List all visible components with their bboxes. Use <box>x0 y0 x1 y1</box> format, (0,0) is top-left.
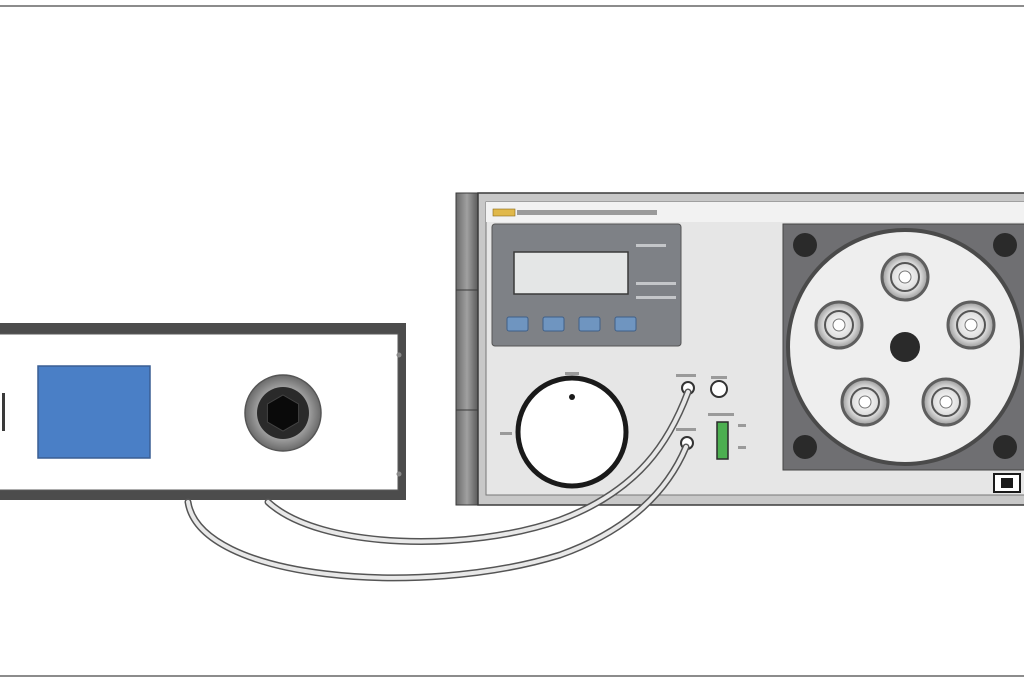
power-switch-icon[interactable] <box>993 473 1021 493</box>
fitting-lower-right <box>921 377 971 427</box>
status-line-3 <box>636 296 676 299</box>
button-1[interactable] <box>506 316 529 332</box>
right-unit-side-rail <box>455 192 479 506</box>
right-rack-unit <box>455 192 1024 506</box>
button-4[interactable] <box>614 316 637 332</box>
port-label-upper <box>676 374 696 377</box>
status-led-icon <box>716 421 729 460</box>
cable-upper <box>266 390 690 544</box>
led-label-1 <box>738 424 746 427</box>
gas-ports <box>676 374 746 460</box>
rotor-assembly <box>782 223 1024 471</box>
corner-hole-br <box>993 435 1017 459</box>
status-line-2 <box>636 282 676 285</box>
button-3[interactable] <box>578 316 601 332</box>
sensor-port <box>710 380 728 398</box>
left-rack-unit <box>0 323 406 500</box>
brand-badge-icon <box>492 208 657 217</box>
control-panel <box>491 223 682 347</box>
connecting-cables <box>184 388 692 582</box>
fitting-top <box>880 252 930 302</box>
button-2[interactable] <box>542 316 565 332</box>
socket-port-icon <box>244 374 322 452</box>
fitting-upper-right <box>946 300 996 350</box>
left-unit-screw-bottom <box>396 471 402 477</box>
status-led-label <box>708 413 734 416</box>
lcd-screen <box>513 251 629 295</box>
adjustment-knob[interactable] <box>500 372 629 489</box>
right-unit-header-strip <box>486 202 1024 222</box>
corner-hole-bl <box>793 435 817 459</box>
left-unit-edge-mark <box>2 393 5 431</box>
led-label-2 <box>738 446 746 449</box>
rotor-hub <box>890 332 920 362</box>
blue-indicator-panel <box>37 365 151 459</box>
fitting-upper-left <box>814 300 864 350</box>
status-line-1 <box>636 244 666 247</box>
cable-lower <box>186 445 688 580</box>
left-unit-screw-top <box>396 352 402 358</box>
fitting-lower-left <box>840 377 890 427</box>
port-label-lower <box>676 428 696 431</box>
corner-hole-tr <box>993 233 1017 257</box>
corner-hole-tl <box>793 233 817 257</box>
sensor-label <box>711 376 727 379</box>
